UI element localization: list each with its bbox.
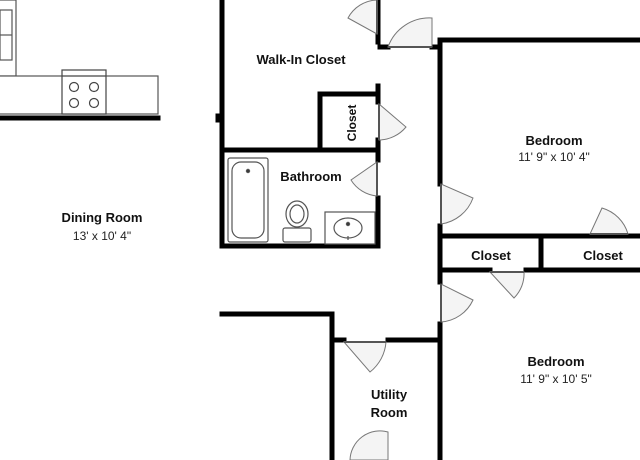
stove-icon — [61, 69, 107, 115]
door-small-closet[interactable] — [378, 102, 407, 141]
door-utility-closet[interactable] — [349, 430, 389, 460]
sink-icon — [324, 211, 376, 245]
door-bedroom-top[interactable] — [440, 183, 474, 225]
bedroom-bottom-dimensions: 11' 9" x 10' 5" — [520, 372, 592, 386]
door-bedroom-top-closet[interactable] — [589, 207, 629, 235]
door-walk-in-closet[interactable] — [347, 0, 378, 35]
closet-left-label: Closet — [471, 248, 511, 263]
door-utility-room[interactable] — [342, 341, 387, 373]
utility-room-label-line1: Utility — [370, 387, 408, 402]
utility-room-label-line2: Room — [370, 405, 408, 420]
bedroom-top-dimensions: 11' 9" x 10' 4" — [518, 150, 590, 164]
bathroom-label: Bathroom — [280, 169, 342, 184]
dining-room-label: Dining Room — [61, 210, 143, 225]
utility-room-label: Utility Room — [371, 386, 408, 422]
bedroom-top-label: Bedroom — [525, 133, 583, 148]
closet-right-label: Closet — [583, 248, 623, 263]
dining-room-dimensions: 13' x 10' 4" — [72, 229, 132, 243]
toilet-icon — [282, 200, 312, 243]
door-top-hall[interactable] — [387, 17, 433, 48]
bedroom-bottom-label: Bedroom — [527, 354, 585, 369]
door-bedroom-bottom[interactable] — [440, 283, 474, 323]
small-closet-label: Closet — [345, 104, 359, 142]
door-bathroom[interactable] — [350, 161, 378, 197]
walk-in-closet-label: Walk-In Closet — [256, 52, 346, 67]
door-bedroom-bottom-closet[interactable] — [488, 271, 525, 299]
bathtub-icon — [227, 157, 269, 243]
